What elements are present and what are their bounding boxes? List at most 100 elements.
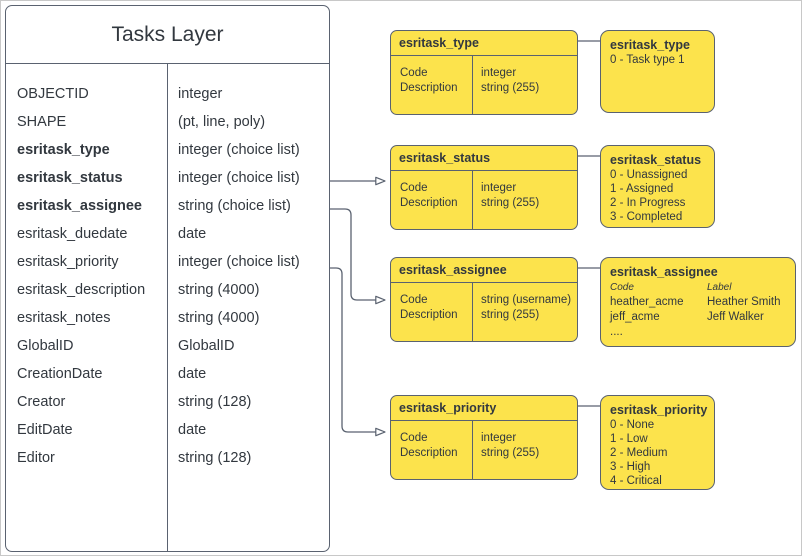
value-box-title: esritask_assignee [610, 265, 718, 279]
domain-right-code-type: integer [481, 432, 517, 444]
domain-table-header: esritask_priority [391, 396, 577, 421]
value-line: 1 - Assigned [610, 183, 674, 195]
page-title: Tasks Layer [6, 6, 329, 64]
value-box-esritask-priority[interactable]: esritask_priority 0 - None 1 - Low 2 - M… [600, 395, 715, 490]
table-row[interactable]: OBJECTID integer [6, 80, 329, 108]
table-row[interactable]: esritask_notes string (4000) [6, 304, 329, 332]
table-row[interactable]: esritask_status integer (choice list) [6, 164, 329, 192]
value-grid-label: Heather Smith [707, 296, 781, 308]
table-row[interactable]: esritask_priority integer (choice list) [6, 248, 329, 276]
domain-right-code-type: string (username) [481, 294, 572, 306]
domain-table-esritask-assignee[interactable]: esritask_assignee Code Description strin… [390, 257, 578, 342]
domain-right-description-type: string (255) [481, 447, 540, 459]
domain-column-divider [472, 283, 473, 341]
value-grid-header-label: Label [707, 282, 732, 293]
value-grid-code: heather_acme [610, 296, 684, 308]
table-row[interactable]: esritask_type integer (choice list) [6, 136, 329, 164]
value-grid-label: Jeff Walker [707, 311, 764, 323]
table-row[interactable]: GlobalID GlobalID [6, 332, 329, 360]
field-name: esritask_assignee [17, 198, 142, 214]
field-type: date [178, 366, 207, 382]
domain-column-divider [472, 56, 473, 114]
table-row[interactable]: EditDate date [6, 416, 329, 444]
field-type: integer (choice list) [178, 170, 300, 186]
domain-column-divider [472, 171, 473, 229]
value-box-title: esritask_status [610, 153, 702, 167]
domain-table-body: Code Description integer string (255) [391, 421, 577, 479]
domain-left-description: Description [400, 82, 458, 94]
field-name: CreationDate [17, 366, 103, 382]
value-line: 1 - Low [610, 433, 648, 445]
value-box-esritask-type[interactable]: esritask_type 0 - Task type 1 [600, 30, 715, 113]
field-name: GlobalID [17, 338, 74, 354]
field-type: integer (choice list) [178, 254, 300, 270]
domain-right-code-type: integer [481, 182, 517, 194]
field-name: esritask_type [17, 142, 110, 158]
value-grid-row: .... [610, 325, 786, 340]
domain-left-description: Description [400, 447, 458, 459]
field-name: esritask_description [17, 282, 146, 298]
domain-table-esritask-type[interactable]: esritask_type Code Description integer s… [390, 30, 578, 115]
field-type: string (128) [178, 394, 252, 410]
table-row[interactable]: esritask_description string (4000) [6, 276, 329, 304]
value-grid-ellipsis: .... [610, 326, 623, 338]
table-row[interactable]: Editor string (128) [6, 444, 329, 472]
value-box-title: esritask_priority [610, 403, 708, 417]
field-type: string (4000) [178, 310, 260, 326]
domain-table-header: esritask_type [391, 31, 577, 56]
field-name: esritask_priority [17, 254, 119, 270]
domain-table-header: esritask_status [391, 146, 577, 171]
domain-left-description: Description [400, 197, 458, 209]
value-grid-code: jeff_acme [610, 311, 660, 323]
domain-left-code: Code [400, 67, 428, 79]
table-row[interactable]: SHAPE(pt, line, poly) [6, 108, 329, 136]
field-name: esritask_duedate [17, 226, 128, 242]
value-line: 4 - Critical [610, 475, 662, 487]
domain-right-description-type: string (255) [481, 309, 540, 321]
domain-left-code: Code [400, 294, 428, 306]
value-line: 0 - Unassigned [610, 169, 688, 181]
domain-left-code: Code [400, 432, 428, 444]
value-box-title: esritask_type [610, 38, 690, 52]
value-grid-header-code: Code [610, 282, 634, 293]
field-name: SHAPE [17, 114, 67, 130]
field-name: EditDate [17, 422, 73, 438]
value-box-esritask-assignee[interactable]: esritask_assignee Code Label heather_acm… [600, 257, 796, 347]
field-type: date [178, 422, 207, 438]
domain-table-esritask-status[interactable]: esritask_status Code Description integer… [390, 145, 578, 230]
field-type: integer [178, 86, 223, 102]
field-type: integer (choice list) [178, 142, 300, 158]
domain-left-code: Code [400, 182, 428, 194]
field-name: esritask_status [17, 170, 123, 186]
domain-right-description-type: string (255) [481, 197, 540, 209]
domain-left-description: Description [400, 309, 458, 321]
domain-right-code-type: integer [481, 67, 517, 79]
domain-table-body: Code Description string (username) strin… [391, 283, 577, 341]
domain-table-body: Code Description integer string (255) [391, 171, 577, 229]
field-name: OBJECTID [17, 86, 89, 102]
value-box-esritask-status[interactable]: esritask_status 0 - Unassigned 1 - Assig… [600, 145, 715, 228]
domain-right-description-type: string (255) [481, 82, 540, 94]
connector-assignee [330, 208, 386, 305]
domain-table-esritask-priority[interactable]: esritask_priority Code Description integ… [390, 395, 578, 480]
field-type: GlobalID [178, 338, 235, 354]
value-grid-row: jeff_acme Jeff Walker [610, 310, 786, 325]
value-line: 3 - High [610, 461, 651, 473]
table-row[interactable]: CreationDate date [6, 360, 329, 388]
domain-table-body: Code Description integer string (255) [391, 56, 577, 114]
field-type: string (4000) [178, 282, 260, 298]
value-line: 2 - Medium [610, 447, 668, 459]
value-line: 2 - In Progress [610, 197, 686, 209]
connector-priority [330, 267, 386, 437]
value-line: 3 - Completed [610, 211, 683, 223]
field-name: Editor [17, 450, 55, 466]
field-name: esritask_notes [17, 310, 111, 326]
field-type: string (128) [178, 450, 252, 466]
